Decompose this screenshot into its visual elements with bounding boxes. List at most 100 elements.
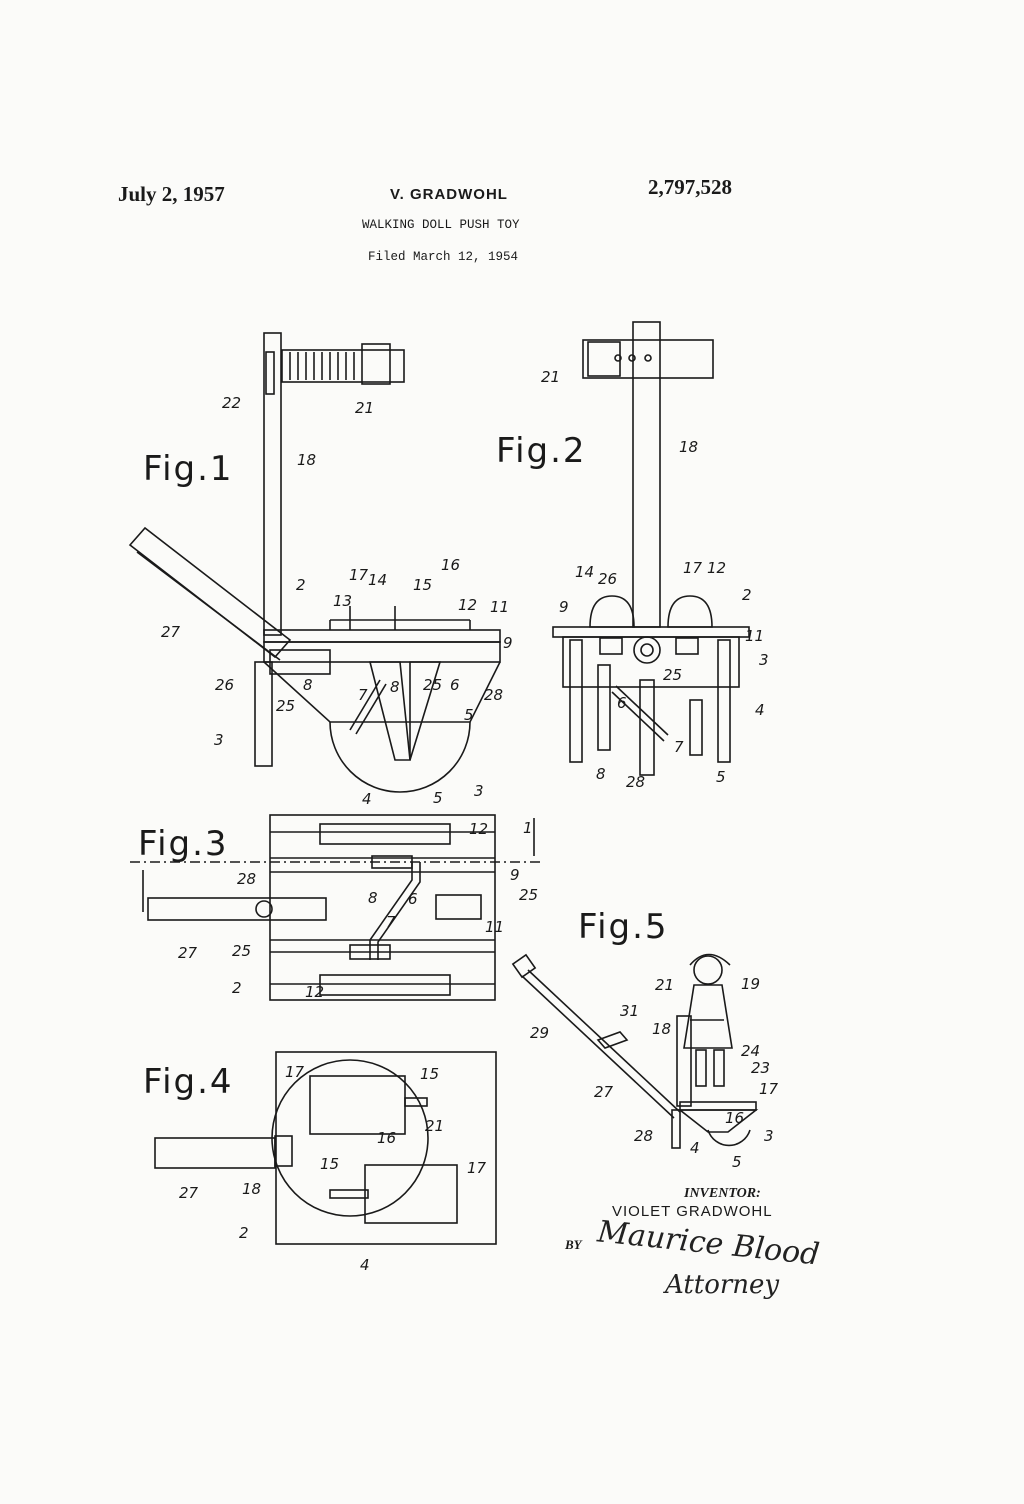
figure-1-label: Fig.1 [143,449,234,489]
patent-number: 2,797,528 [648,175,732,199]
fig3-numeral: 25 [519,886,539,904]
fig4-numeral: 15 [320,1155,340,1173]
fig2-numeral: 28 [626,773,646,791]
fig1-numeral: 13 [333,592,353,610]
fig5-numeral: 27 [594,1083,614,1101]
fig1-numeral: 11 [490,598,510,616]
inventor-label: INVENTOR: [684,1186,761,1201]
fig2-numeral: 7 [674,738,684,756]
figure-5-drawing: Fig.5 [511,907,759,1149]
fig2-numeral: 4 [755,701,765,719]
fig4-numeral: 2 [239,1224,249,1242]
fig1-numeral: 25 [423,676,443,694]
filed-date: Filed March 12, 1954 [368,250,519,264]
fig2-numeral: 3 [759,651,769,669]
fig4-numeral: 27 [179,1184,199,1202]
fig1-numeral: 7 [358,686,368,704]
fig3-numeral: 5 [433,789,443,807]
fig5-numeral: 19 [741,975,761,993]
fig4-numeral: 4 [360,1256,370,1274]
fig2-numeral: 5 [716,768,726,786]
fig5-numeral: 31 [620,1002,640,1020]
fig3-numeral: 27 [178,944,198,962]
fig1-numeral: 9 [503,634,513,652]
fig1-numeral: 18 [297,451,317,469]
fig1-numeral: 28 [484,686,504,704]
fig2-numeral: 9 [559,598,569,616]
fig3-numeral: 7 [386,913,396,931]
fig1-numeral: 5 [464,706,474,724]
fig1-numeral: 25 [276,697,296,715]
fig4-numeral: 18 [242,1180,262,1198]
fig3-numeral: 4 [362,790,372,808]
fig2-numeral: 11 [745,627,765,645]
fig3-numeral: 12 [305,983,325,1001]
fig5-numeral: 16 [725,1109,745,1127]
fig1-numeral: 2 [296,576,306,594]
fig5-numeral: 29 [530,1024,550,1042]
by-label: BY [565,1237,582,1252]
fig3-numeral: 6 [408,890,418,908]
fig1-numeral: 14 [368,571,388,589]
fig1-numeral: 22 [222,394,242,412]
fig4-numeral: 16 [377,1129,397,1147]
fig4-numeral: 17 [285,1063,305,1081]
fig3-numeral: 3 [474,782,484,800]
fig1-numeral: 8 [303,676,313,694]
attorney-role: Attorney [665,1270,780,1300]
fig5-numeral: 18 [652,1020,672,1038]
fig5-numeral: 5 [732,1153,742,1171]
fig2-numeral: 12 [707,559,727,577]
figure-4-label: Fig.4 [143,1062,234,1102]
fig3-numeral: 9 [510,866,520,884]
fig3-numeral: 12 [469,820,489,838]
fig1-numeral: 8 [390,678,400,696]
figure-2-drawing: Fig.2 [496,321,750,776]
figure-5-label: Fig.5 [578,907,669,947]
fig5-numeral: 23 [751,1059,771,1077]
figure-3-drawing: Fig.3 [130,814,540,1001]
fig2-numeral: 14 [575,563,595,581]
fig1-numeral: 3 [214,731,224,749]
figure-1-drawing: Fig.1 [128,332,501,793]
fig2-numeral: 6 [617,694,627,712]
fig2-numeral: 26 [598,570,618,588]
patent-date: July 2, 1957 [118,182,225,206]
fig5-numeral: 28 [634,1127,654,1145]
fig1-numeral: 6 [450,676,460,694]
figure-2-label: Fig.2 [496,431,587,471]
fig1-numeral: 21 [355,399,375,417]
fig1-numeral: 17 [349,566,369,584]
fig4-numeral: 21 [425,1117,445,1135]
fig5-numeral: 4 [690,1139,700,1157]
fig5-numeral: 24 [741,1042,761,1060]
fig3-numeral: 25 [232,942,252,960]
fig3-numeral: 2 [232,979,242,997]
fig5-numeral: 21 [655,976,675,994]
fig2-numeral: 18 [679,438,699,456]
fig2-numeral: 2 [742,586,752,604]
fig2-numeral: 25 [663,666,683,684]
fig3-numeral: 28 [237,870,257,888]
fig1-numeral: 12 [458,596,478,614]
fig2-numeral: 21 [541,368,561,386]
patent-title: WALKING DOLL PUSH TOY [362,218,520,232]
fig5-numeral: 3 [764,1127,774,1145]
fig4-numeral: 17 [467,1159,487,1177]
fig3-numeral: 1 [523,819,533,837]
inventor-name: VIOLET GRADWOHL [612,1203,773,1220]
fig4-numeral: 15 [420,1065,440,1083]
fig5-numeral: 17 [759,1080,779,1098]
fig1-numeral: 15 [413,576,433,594]
figure-3-label: Fig.3 [138,824,229,864]
figure-4-drawing: Fig.4 [143,1051,497,1245]
fig1-numeral: 26 [215,676,235,694]
fig3-numeral: 11 [485,918,505,936]
fig3-numeral: 8 [368,889,378,907]
fig1-numeral: 16 [441,556,461,574]
fig1-numeral: 27 [161,623,181,641]
inventor-header: V. GRADWOHL [390,186,508,203]
fig2-numeral: 8 [596,765,606,783]
fig2-numeral: 17 [683,559,703,577]
